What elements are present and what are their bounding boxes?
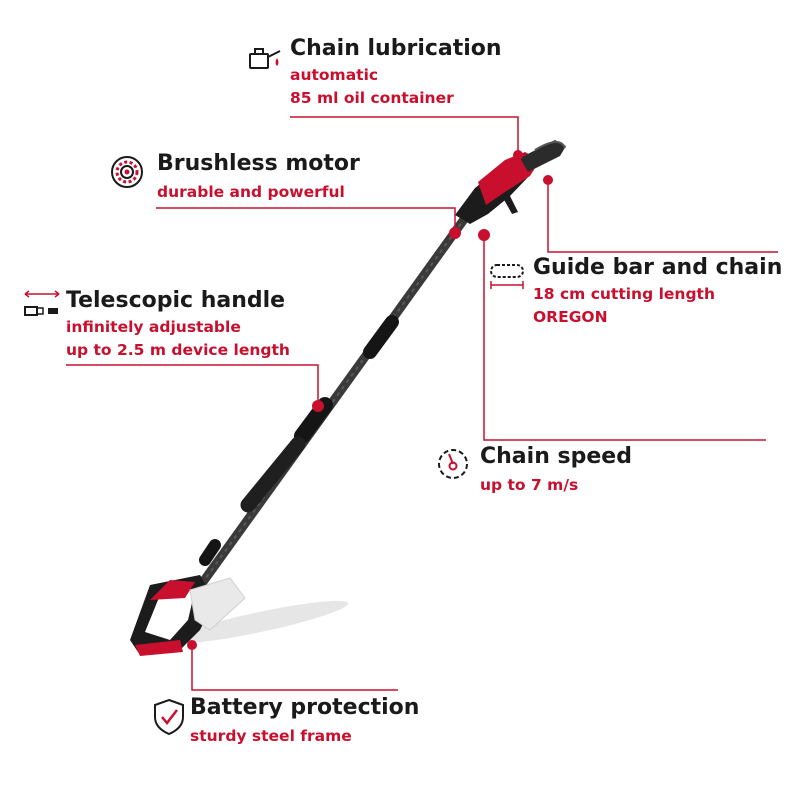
feature-detail: 18 cm cutting length [533, 285, 715, 303]
feature-detail: up to 7 m/s [480, 476, 579, 494]
feature-detail: 85 ml oil container [290, 89, 454, 107]
feature-detail: infinitely adjustable [66, 318, 241, 336]
saw-head [455, 140, 566, 224]
telescopic-icon [24, 290, 60, 316]
motor-icon [111, 156, 143, 188]
speed-icon [438, 449, 468, 479]
oil-can-icon [249, 48, 281, 69]
feature-title: Guide bar and chain [533, 255, 783, 280]
telescopic-pole [185, 213, 470, 605]
feature-title: Brushless motor [157, 151, 360, 176]
shield-check-icon [154, 698, 184, 736]
rear-handle [130, 575, 246, 656]
feature-detail: durable and powerful [157, 183, 345, 201]
feature-title: Battery protection [190, 695, 420, 720]
feature-detail: up to 2.5 m device length [66, 341, 290, 359]
leader-lines [66, 116, 778, 691]
feature-detail: sturdy steel frame [190, 727, 352, 745]
feature-title: Chain lubrication [290, 36, 502, 61]
feature-detail: OREGON [533, 308, 608, 326]
chain-bar-icon [490, 264, 524, 289]
callout-dots [187, 150, 553, 650]
tool-shadow [171, 600, 349, 644]
feature-title: Chain speed [480, 444, 632, 469]
feature-detail: automatic [290, 66, 379, 84]
feature-title: Telescopic handle [66, 288, 286, 313]
